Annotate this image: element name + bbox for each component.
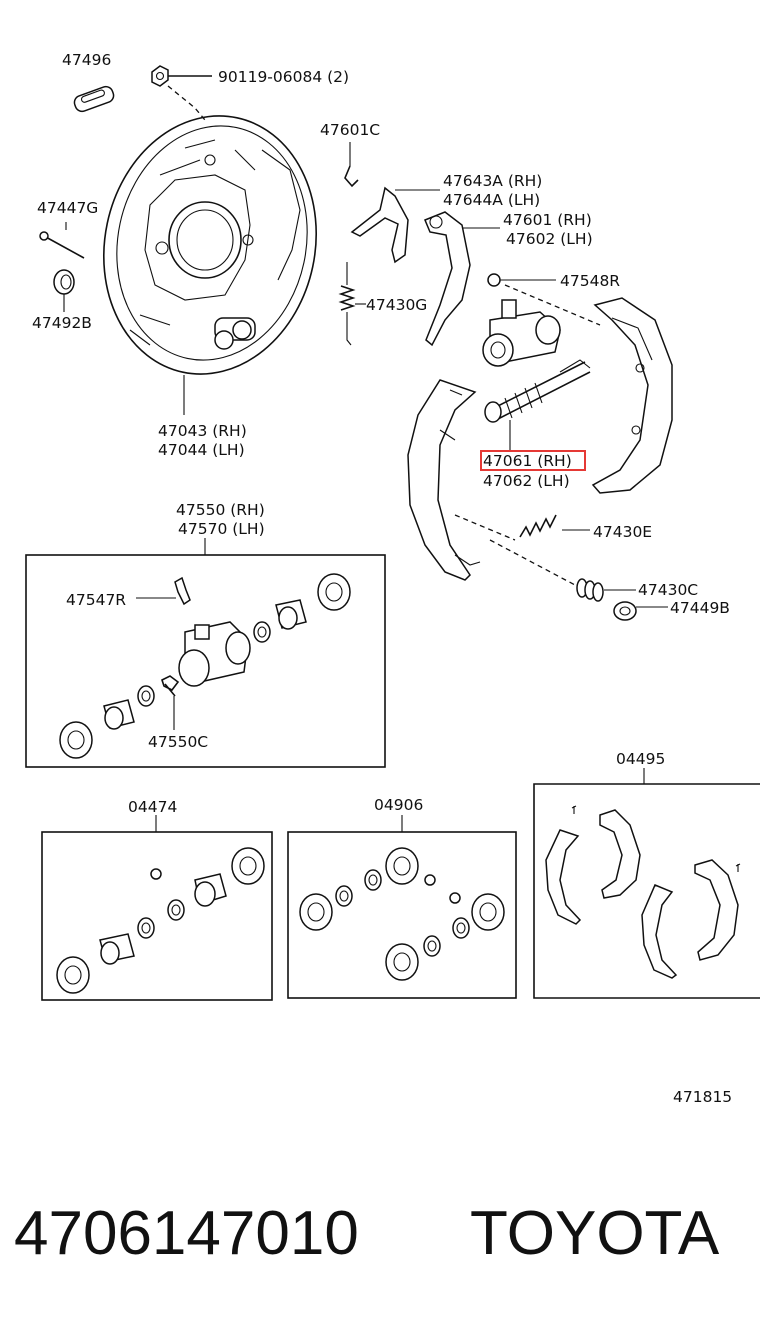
clip-47601c[interactable] [344, 142, 359, 188]
label-47062: 47062 (LH) [483, 472, 570, 490]
label-47061[interactable]: 47061 (RH) [483, 452, 572, 470]
label-47550c: 47550C [148, 733, 208, 751]
label-04474: 04474 [128, 798, 177, 816]
adjuster-47061[interactable] [484, 359, 591, 450]
spring-47430c[interactable] [489, 539, 636, 602]
cup-47449b[interactable] [613, 601, 668, 621]
plug-47496[interactable] [72, 85, 115, 114]
washer-47492b[interactable] [53, 269, 75, 312]
label-47492b: 47492B [32, 314, 92, 332]
label-47548r: 47548R [560, 272, 620, 290]
label-47601c: 47601C [320, 121, 380, 139]
box-47550 [25, 554, 386, 768]
spring-47430g[interactable] [338, 262, 366, 346]
label-04495: 04495 [616, 750, 665, 768]
label-47430c: 47430C [638, 581, 698, 599]
shoe-left[interactable] [407, 379, 481, 581]
label-47601: 47601 (RH) [503, 211, 592, 229]
label-47643a: 47643A (RH) [443, 172, 542, 190]
label-47602: 47602 (LH) [506, 230, 593, 248]
cup-kit-04906[interactable] [299, 847, 505, 981]
part-number: 4706147010 [14, 1199, 359, 1268]
bolt-90119[interactable] [151, 65, 212, 121]
shoe-right[interactable] [591, 297, 673, 494]
box-04906 [287, 831, 517, 999]
box-04474 [41, 831, 273, 1001]
pin-47447g[interactable] [39, 222, 85, 259]
label-47570: 47570 (LH) [178, 520, 265, 538]
spring-47430e[interactable] [454, 514, 590, 541]
label-04906: 04906 [374, 796, 423, 814]
shoe-kit-04495[interactable] [545, 805, 741, 979]
label-47547r: 47547R [66, 591, 126, 609]
repair-kit-04474[interactable] [56, 847, 265, 994]
bleeder-47548r[interactable] [487, 273, 601, 326]
label-47044: 47044 (LH) [158, 441, 245, 459]
label-47496: 47496 [62, 51, 111, 69]
label-47447g: 47447G [37, 199, 98, 217]
lever-47643a[interactable] [350, 186, 440, 264]
label-90119: 90119-06084 (2) [218, 68, 349, 86]
cylinder-kit-47550[interactable] [59, 573, 351, 759]
label-47430e: 47430E [593, 523, 652, 541]
box-04495 [533, 783, 760, 999]
shoe-47601[interactable] [424, 211, 500, 347]
label-47449b: 47449B [670, 599, 730, 617]
brand-name: TOYOTA [470, 1199, 720, 1268]
label-47644a: 47644A (LH) [443, 191, 540, 209]
backing-plate[interactable] [80, 96, 339, 394]
label-47550: 47550 (RH) [176, 501, 265, 519]
highlight-box [480, 450, 586, 471]
label-47430g: 47430G [366, 296, 427, 314]
wheel-cylinder-assembly[interactable] [482, 299, 561, 367]
diagram-ref-number: 471815 [673, 1088, 732, 1106]
label-47043: 47043 (RH) [158, 422, 247, 440]
